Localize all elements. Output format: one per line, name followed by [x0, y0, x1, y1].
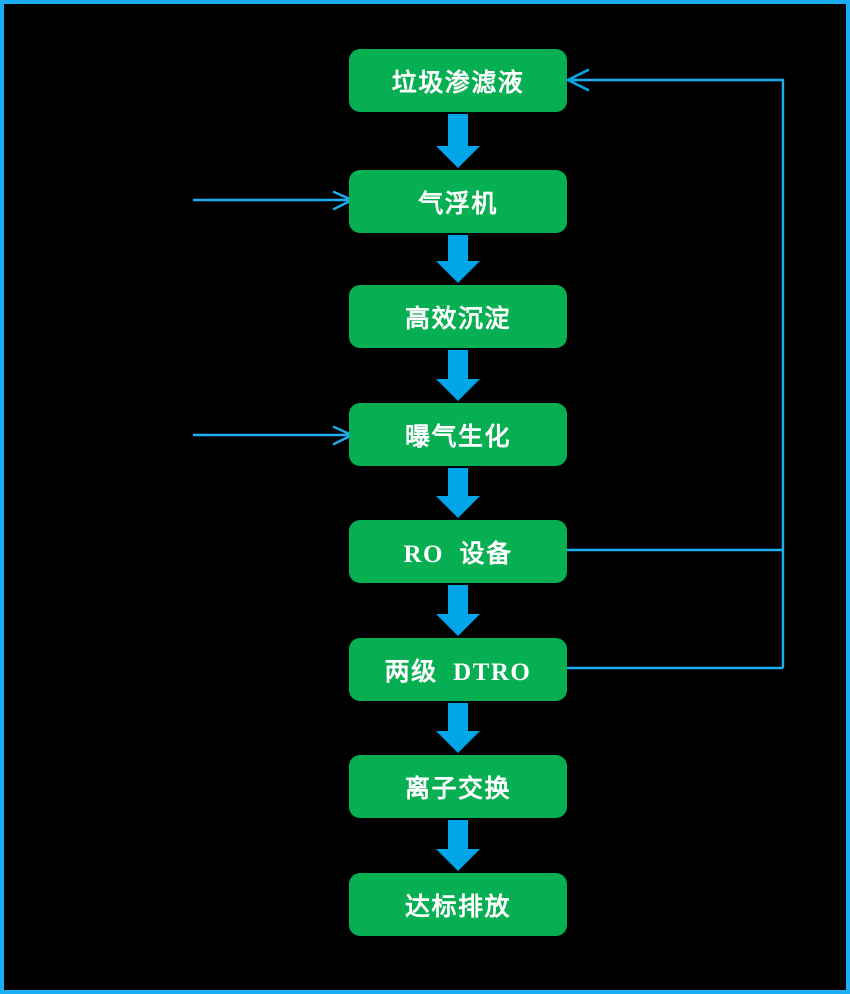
node-ro[interactable]: RO 设备: [349, 520, 567, 583]
flow-arrow-dtro-to-ion-exchange: [436, 703, 480, 753]
node-discharge[interactable]: 达标排放: [349, 873, 567, 936]
node-flotation[interactable]: 气浮机: [349, 170, 567, 233]
flow-arrow-ion-exchange-to-discharge: [436, 820, 480, 871]
input-arrow-to-aeration: [193, 425, 354, 446]
node-ion-exchange-label: 离子交换: [404, 775, 511, 803]
node-aeration[interactable]: 曝气生化: [349, 403, 567, 466]
recycle-return-bus: [566, 68, 785, 668]
flow-arrow-aeration-to-ro: [436, 468, 480, 518]
node-dtro-label: 两级 DTRO: [384, 658, 532, 686]
node-ro-label: RO 设备: [403, 540, 513, 568]
flow-arrow-leachate-to-flotation: [436, 114, 480, 168]
flow-arrow-ro-to-dtro: [436, 585, 480, 636]
node-discharge-label: 达标排放: [404, 893, 511, 921]
node-dtro[interactable]: 两级 DTRO: [349, 638, 567, 701]
node-sedimentation[interactable]: 高效沉淀: [349, 285, 567, 348]
input-arrow-to-flotation: [193, 190, 354, 211]
node-flotation-label: 气浮机: [418, 190, 498, 218]
node-aeration-label: 曝气生化: [404, 423, 511, 451]
flow-arrow-flotation-to-sedimentation: [436, 235, 480, 283]
flow-arrow-sedimentation-to-aeration: [436, 350, 480, 401]
node-leachate-label: 垃圾渗滤液: [391, 69, 525, 97]
node-ion-exchange[interactable]: 离子交换: [349, 755, 567, 818]
node-sedimentation-label: 高效沉淀: [404, 305, 511, 333]
node-leachate[interactable]: 垃圾渗滤液: [349, 49, 567, 112]
